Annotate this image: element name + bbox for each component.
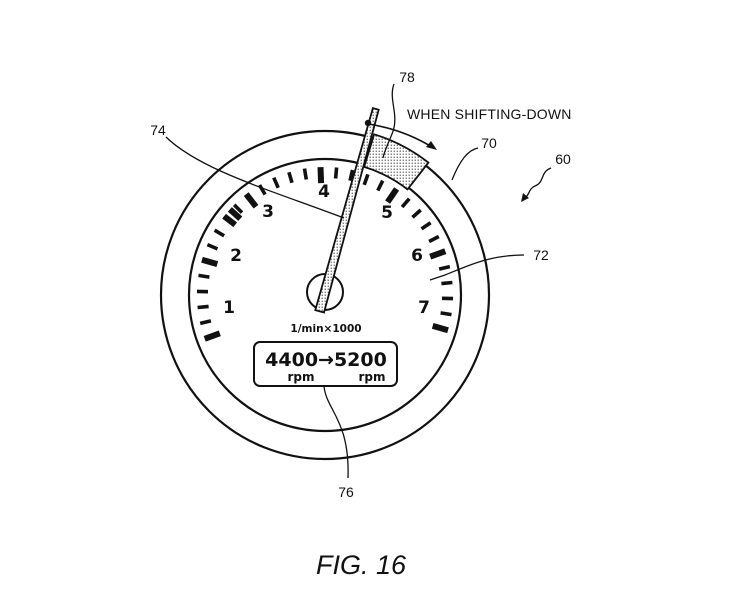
minor-tick	[400, 197, 411, 209]
needle	[314, 106, 380, 314]
digital-display	[253, 341, 398, 387]
leader-70	[451, 147, 479, 181]
leader-78	[382, 83, 396, 159]
major-tick	[243, 192, 259, 209]
minor-tick	[420, 221, 432, 231]
major-tick	[431, 323, 449, 334]
minor-tick	[376, 179, 385, 192]
scale-number-6: 6	[411, 246, 423, 266]
minor-tick	[197, 304, 209, 310]
major-tick	[429, 248, 447, 260]
minor-tick	[287, 171, 294, 184]
shift-target-zone	[363, 133, 430, 191]
shift-annotation: WHEN SHIFTING-DOWN	[407, 106, 572, 122]
display-right-unit: rpm	[358, 370, 385, 384]
minor-tick	[206, 242, 219, 251]
arrow-start-dot	[364, 119, 372, 127]
minor-tick	[199, 319, 212, 326]
minor-tick	[348, 169, 355, 182]
minor-tick	[440, 311, 452, 317]
leader-74	[165, 136, 345, 219]
minor-tick	[198, 273, 210, 279]
leader-72	[429, 254, 525, 281]
major-tick	[227, 207, 243, 221]
scale-number-1: 1	[223, 298, 235, 318]
minor-tick	[438, 264, 451, 271]
leader-60-arrowhead	[521, 193, 529, 202]
minor-tick	[333, 167, 339, 179]
ref-72: 72	[533, 247, 549, 263]
shift-down-arrow	[367, 123, 433, 148]
minor-tick	[272, 176, 280, 189]
major-tick	[203, 330, 221, 342]
major-tick	[317, 166, 325, 184]
leader-76	[323, 385, 349, 479]
minor-tick	[232, 203, 244, 214]
scale-number-3: 3	[262, 202, 274, 222]
dial-face	[187, 157, 463, 433]
major-tick	[385, 187, 400, 204]
scale-number-7: 7	[418, 298, 430, 318]
unit-label: 1/min×1000	[290, 323, 361, 335]
ref-76: 76	[338, 484, 354, 500]
shift-down-arrowhead	[426, 141, 437, 150]
ref-60: 60	[555, 151, 571, 167]
minor-tick	[428, 234, 440, 244]
ref-70: 70	[481, 135, 497, 151]
scale-number-2: 2	[230, 246, 242, 266]
leader-60	[523, 167, 552, 200]
minor-tick	[302, 168, 309, 180]
minor-tick	[362, 173, 370, 186]
display-left-unit: rpm	[287, 370, 314, 384]
scale-numbers: 1 2 3 4 5 6 7	[223, 182, 430, 318]
ref-74: 74	[150, 122, 166, 138]
minor-tick	[257, 184, 267, 196]
major-tick	[201, 256, 219, 267]
major-tick	[222, 213, 238, 228]
minor-tick	[213, 228, 226, 238]
scale-number-4: 4	[318, 182, 330, 202]
outer-ring	[159, 129, 491, 461]
figure-caption: FIG. 16	[316, 550, 407, 580]
minor-tick	[411, 208, 422, 219]
display-value: 4400→5200	[265, 349, 387, 371]
scale-number-5: 5	[381, 203, 393, 223]
ref-78: 78	[399, 69, 415, 85]
minor-tick	[441, 280, 453, 286]
